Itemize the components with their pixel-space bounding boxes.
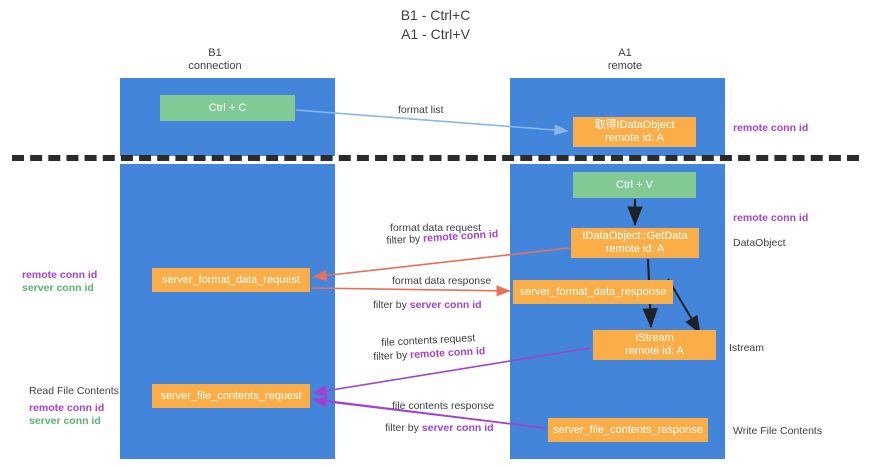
node-server-file-contents-response[interactable]: server_file_contents_response (548, 418, 708, 442)
node-server-format-data-request-label: server_format_data_request (161, 273, 301, 286)
node-istream-line2: remote id: A (625, 345, 684, 357)
lane-header-b1-name: B1 (208, 47, 222, 59)
edge-format-list (295, 109, 569, 136)
legend-server-conn-id-2: server conn id (29, 415, 101, 427)
phase-divider (12, 155, 859, 161)
title-line-2: A1 - Ctrl+V (401, 26, 470, 42)
edge-label-format-data-request: format data request (390, 222, 482, 234)
filter-by-text-2: filter by (373, 299, 410, 311)
annotation-remote-conn-id-mid: remote conn id (733, 212, 809, 224)
lane-header-b1-subtitle: connection (188, 60, 242, 72)
node-server-file-contents-request-label: server_file_contents_request (160, 389, 302, 402)
node-data-object-line2: remote id: A (605, 132, 664, 144)
annotation-read-file-contents: Read File Contents (29, 385, 119, 397)
filter-by-text-1: filter by (386, 232, 424, 247)
node-ctrl-c[interactable]: Ctrl + C (160, 95, 295, 121)
legend-remote-conn-id-2: remote conn id (29, 402, 105, 414)
node-server-format-data-request[interactable]: server_format_data_request (152, 268, 310, 292)
edge-label-format-list: format list (398, 104, 444, 116)
filter-by-text-4: filter by (385, 422, 422, 434)
annotation-data-object: DataObject (733, 237, 786, 249)
remote-conn-id-text-2: remote conn id (409, 345, 486, 362)
edge-file-contents-request (312, 347, 591, 397)
node-ctrl-v-label: Ctrl + V (616, 178, 653, 191)
node-get-data[interactable]: IDataObject::GetData remote id: A (571, 228, 699, 258)
legend-remote-conn-id-1: remote conn id (22, 269, 98, 281)
annotation-istream: Istream (729, 342, 765, 354)
lane-header-a1-subtitle: remote (607, 60, 643, 72)
edge-label-filter-server-conn-id-2: filter by server conn id (385, 421, 494, 435)
edge-format-data-request (312, 247, 570, 282)
title-line-1: B1 - Ctrl+C (400, 7, 471, 23)
edge-label-format-data-response: format data response (392, 275, 492, 287)
node-server-format-data-response-label: server_format_data_response (519, 285, 667, 298)
diagram-title: B1 - Ctrl+C A1 - Ctrl+V (0, 6, 871, 44)
lane-a1-lower (510, 164, 725, 459)
edge-label-file-contents-response: file contents response (392, 400, 495, 412)
lane-header-a1: A1 remote (570, 47, 680, 73)
edge-label-filter-server-conn-id-1: filter by server conn id (373, 298, 482, 312)
node-istream[interactable]: IStream remote id: A (593, 330, 716, 360)
node-server-file-contents-request[interactable]: server_file_contents_request (152, 384, 310, 408)
annotation-write-file-contents: Write File Contents (733, 425, 823, 437)
edge-format-data-response (311, 285, 511, 297)
node-server-file-contents-response-label: server_file_contents_response (553, 423, 703, 436)
node-get-data-line2: remote id: A (605, 243, 665, 255)
lane-b1-lower (120, 164, 335, 459)
node-ctrl-c-label: Ctrl + C (208, 101, 247, 114)
server-conn-id-text-1: server conn id (409, 299, 482, 311)
annotation-read-file-contents-group: Read File Contents remote conn id server… (29, 385, 119, 428)
legend-server-conn-id-1: server conn id (22, 282, 94, 294)
node-data-object-line1: 取得IDataObject (594, 119, 675, 131)
node-ctrl-v[interactable]: Ctrl + V (573, 172, 696, 198)
node-get-data-line1: IDataObject::GetData (582, 230, 688, 242)
lane-header-b1: B1 connection (160, 47, 270, 73)
filter-by-text-3: filter by (373, 349, 411, 363)
server-conn-id-text-2: server conn id (421, 422, 494, 434)
node-istream-line1: IStream (635, 332, 674, 344)
annotation-conn-id-legend-mid: remote conn id server conn id (22, 269, 97, 295)
node-server-format-data-response[interactable]: server_format_data_response (513, 280, 673, 304)
edge-response-istream (667, 278, 701, 334)
annotation-remote-conn-id-top: remote conn id (733, 122, 809, 134)
node-data-object[interactable]: 取得IDataObject remote id: A (573, 117, 696, 147)
edge-file-contents-response (312, 396, 546, 429)
lane-header-a1-name: A1 (618, 47, 632, 59)
